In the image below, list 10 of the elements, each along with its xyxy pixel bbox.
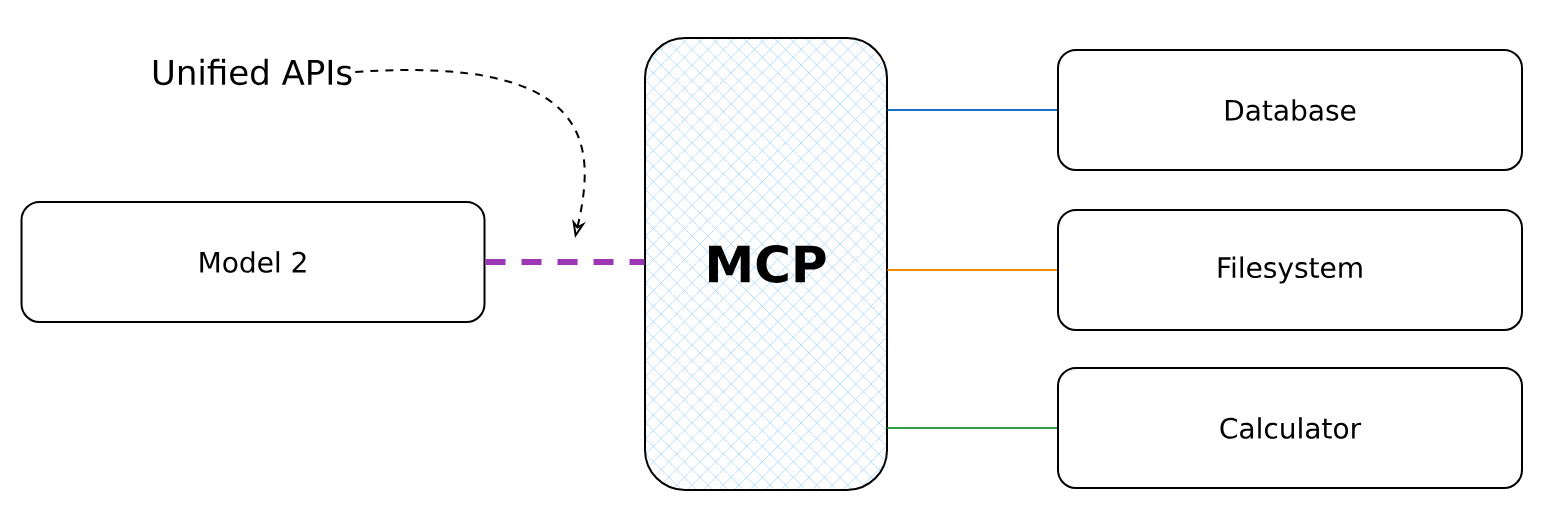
- hatched-box: MCP: [644, 37, 888, 491]
- process-box: Filesystem: [1057, 209, 1523, 331]
- connector-line: [886, 269, 1058, 271]
- connector-line: [886, 109, 1058, 111]
- process-box: Model 2: [20, 201, 486, 323]
- connector-line: [886, 427, 1058, 429]
- process-box: Database: [1057, 49, 1523, 171]
- annotation-text: Unified APIs: [153, 58, 352, 86]
- process-box: Calculator: [1057, 367, 1523, 489]
- connector-line: [485, 259, 645, 265]
